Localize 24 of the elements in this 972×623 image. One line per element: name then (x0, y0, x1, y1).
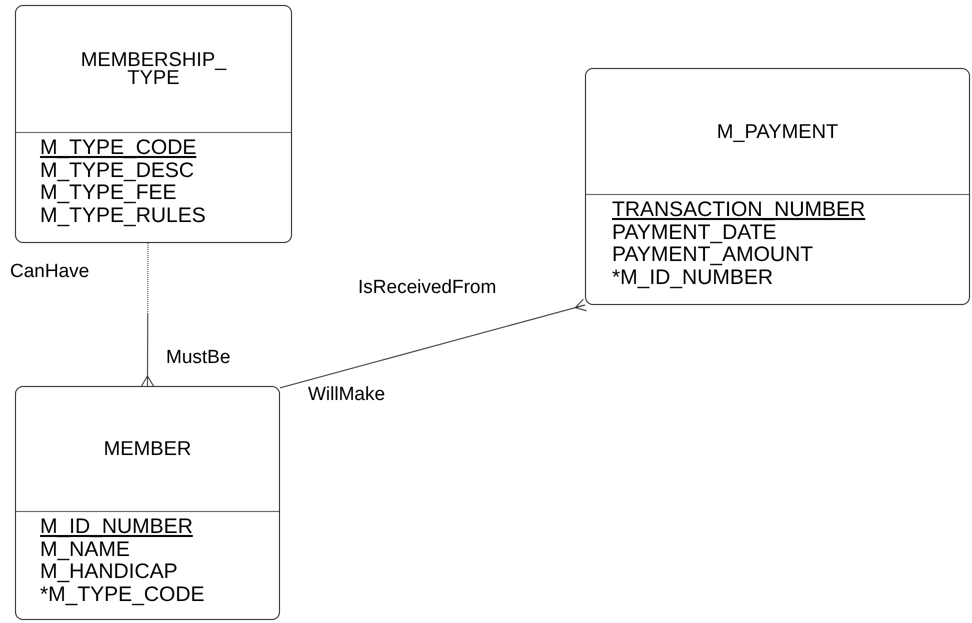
attribute-name: PAYMENT_DATE (612, 222, 777, 244)
attribute-name: M_TYPE_RULES (40, 204, 206, 226)
entity-name: M_PAYMENT (716, 122, 838, 140)
attribute-name: M_TYPE_DESC (40, 160, 194, 182)
relationship-line (280, 298, 588, 388)
attribute-name: PAYMENT_AMOUNT (612, 244, 814, 266)
role-label: MustBe (166, 347, 230, 369)
primary-key-attribute: M_TYPE_CODE (40, 137, 196, 159)
entity-box (585, 68, 970, 305)
entity-box (15, 386, 280, 620)
attribute-name: *M_TYPE_CODE (40, 584, 205, 606)
entity-box (15, 5, 292, 243)
attribute-name: M_HANDICAP (40, 561, 178, 583)
role-label: IsReceivedFrom (358, 277, 496, 299)
attribute-name: M_TYPE_FEE (40, 182, 177, 204)
attribute-name: *M_ID_NUMBER (612, 266, 774, 288)
role-label: CanHave (10, 261, 90, 283)
entity-name: MEMBERSHIP_ TYPE (80, 51, 228, 87)
attribute-name: M_NAME (40, 538, 130, 560)
relationship-line (141, 242, 154, 387)
entity-name: MEMBER (104, 440, 192, 458)
primary-key-attribute: TRANSACTION_NUMBER (612, 199, 866, 221)
primary-key-attribute: M_ID_NUMBER (40, 516, 193, 538)
role-label: WillMake (308, 384, 386, 406)
